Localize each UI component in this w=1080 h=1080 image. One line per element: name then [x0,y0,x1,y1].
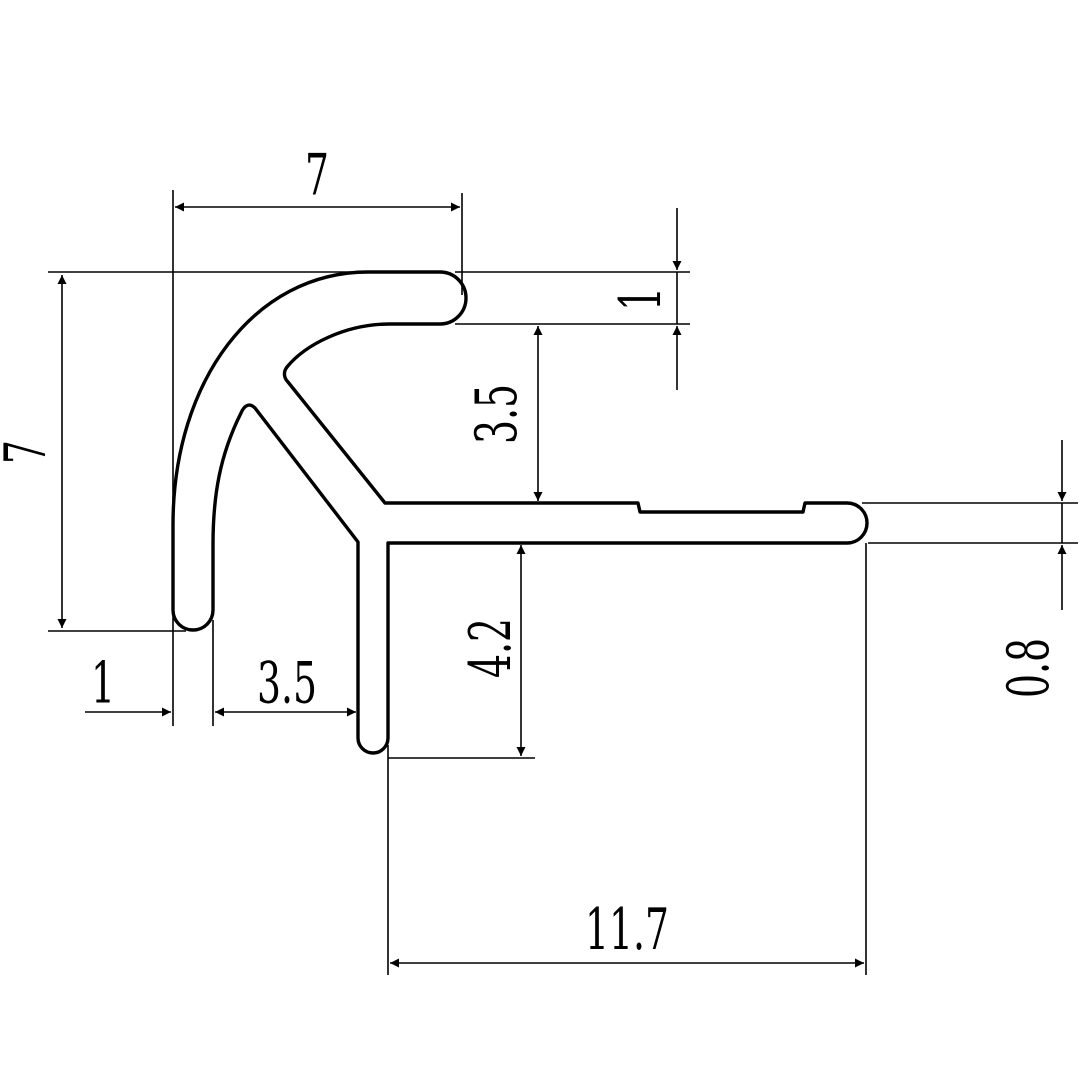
dim-left-height: 7 [0,271,385,632]
dim-inner-height: 3.5 [464,326,543,501]
dim-flange-thickness: 0.8 [862,440,1078,698]
dim-label-flange-thickness: 0.8 [996,638,1062,698]
dim-label-leg-height: 4.2 [458,618,524,678]
dim-label-inner-height: 3.5 [464,384,530,444]
dim-label-top-width: 7 [305,142,329,208]
dim-leg-height: 4.2 [388,545,535,759]
dim-label-left-height: 7 [0,440,59,464]
dim-label-flange-length: 11.7 [585,897,669,963]
profile-outline [171,270,869,755]
dim-bottom-wall: 1 3.5 [85,612,356,726]
dim-lip-thickness: 1 [455,208,690,390]
dim-label-lip-thickness: 1 [608,287,674,311]
dim-top-width: 7 [172,142,463,612]
dim-label-inner-gap: 3.5 [257,650,317,716]
dim-label-left-wall: 1 [91,650,115,716]
dim-flange-length: 11.7 [387,543,867,975]
